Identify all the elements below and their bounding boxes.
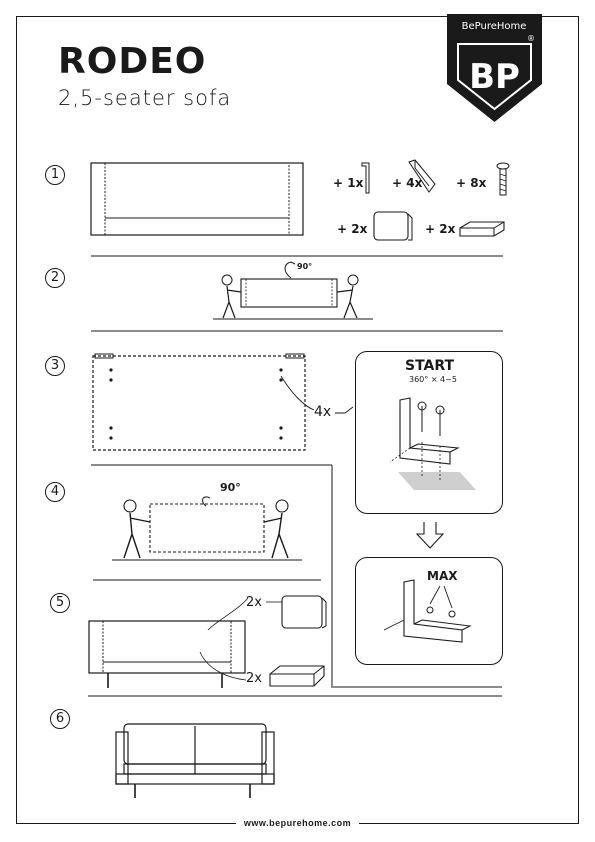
step2-rotate-icon [0, 0, 1, 1]
step-number-3: 3 [45, 356, 65, 376]
arrow-down-icon [415, 522, 445, 549]
detail-max-label: MAX [427, 569, 458, 583]
wrench-qty: + 1x [333, 176, 364, 190]
step5-back-count: 2x [246, 595, 262, 610]
footer: www.bepurehome.com [0, 818, 595, 828]
product-title: RODEO [58, 41, 207, 82]
back-cushion-icon [373, 211, 413, 241]
brand-registered-mark: ® [527, 34, 535, 43]
brand-logo: BP ® [447, 14, 542, 122]
step5-seat-cushion-icon [269, 665, 325, 687]
brand-name: BePureHome [461, 21, 527, 32]
step-number-5: 5 [50, 593, 70, 613]
step5-back-cushion-icon [266, 595, 327, 629]
step1-sofa-body [90, 162, 304, 236]
step4-divider [93, 579, 321, 581]
detail-start-illustration [389, 397, 476, 490]
step6-finished-sofa [115, 723, 275, 798]
seat-cushion-qty: + 2x [425, 222, 456, 236]
bolt-icon [496, 162, 510, 196]
step3-sofa-bottom [92, 353, 315, 451]
logo-letters: BP [469, 57, 520, 97]
step2-illustration [213, 261, 373, 320]
detail-start-box [355, 351, 503, 514]
detail-start-label: START [405, 358, 455, 374]
step3-callout-line [335, 406, 354, 414]
step5-sofa-front [88, 597, 249, 688]
step-number-2: 2 [45, 268, 65, 288]
step-number-1: 1 [45, 165, 65, 185]
step4-illustration [112, 496, 302, 561]
website-text: www.bepurehome.com [235, 818, 360, 828]
step3-bolt-count: 4x [314, 404, 332, 420]
step-number-6: 6 [50, 709, 70, 729]
product-subtitle: 2,5-seater sofa [58, 86, 232, 110]
leg-icon [408, 159, 436, 193]
allen-wrench-icon [361, 162, 370, 194]
step2-divider-bottom [91, 330, 503, 332]
detail-turn-instruction: 360° × 4~5 [409, 375, 457, 384]
step2-rotation: 90° [297, 262, 313, 271]
step5-seat-count: 2x [246, 671, 262, 686]
step4-frame-lines [91, 464, 333, 688]
detail-max-illustration [383, 579, 472, 643]
seat-cushion-icon [459, 221, 505, 237]
step4-rotation: 90° [220, 481, 241, 494]
step2-divider-top [91, 255, 503, 257]
back-cushion-qty: + 2x [337, 222, 368, 236]
bolt-qty: + 8x [456, 176, 487, 190]
detail-max-box [355, 557, 503, 665]
leg-qty: + 4x [392, 176, 423, 190]
step-number-4: 4 [45, 482, 65, 502]
step6-divider [88, 686, 502, 697]
